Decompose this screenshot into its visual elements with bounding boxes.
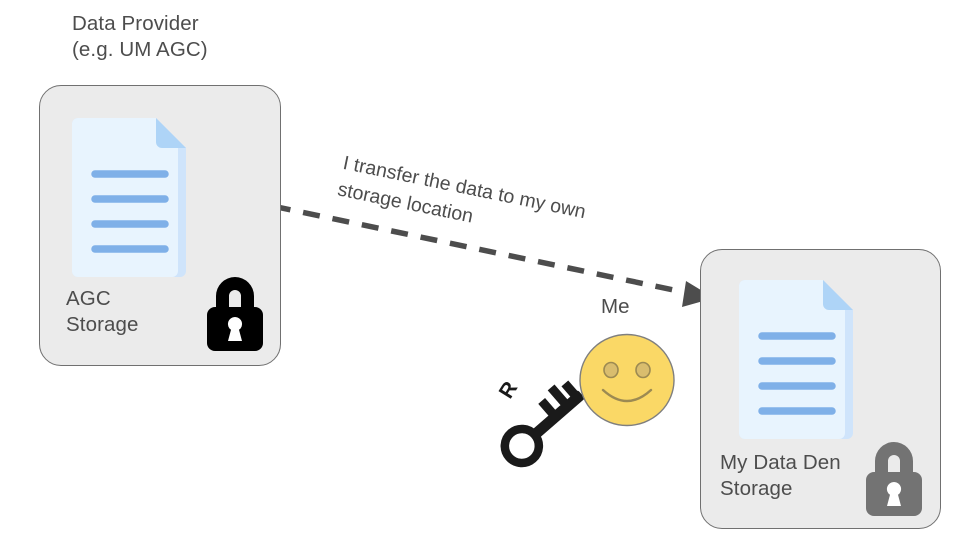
lock-keyhole bbox=[886, 481, 902, 506]
key-bow-stud-3 bbox=[520, 424, 529, 434]
lock-icon bbox=[866, 442, 922, 516]
key-tooth-1 bbox=[538, 397, 557, 417]
lock-icon bbox=[207, 277, 263, 351]
key-shaft bbox=[531, 390, 585, 439]
key-bow-stud-4 bbox=[534, 441, 544, 450]
provider-title: Data Provider (e.g. UM AGC) bbox=[72, 12, 208, 61]
transfer-arrow bbox=[214, 191, 714, 307]
document-icon bbox=[72, 118, 186, 277]
agc-storage-label: AGC Storage bbox=[66, 287, 139, 336]
key-bow-stud-1 bbox=[500, 442, 510, 451]
key-marking-letter: R bbox=[495, 378, 523, 403]
transfer-arrowhead-icon bbox=[682, 281, 714, 307]
face-circle bbox=[579, 333, 675, 427]
lock-keyhole bbox=[227, 316, 243, 341]
document-fold-icon bbox=[823, 280, 853, 310]
key-icon: R bbox=[495, 378, 585, 468]
face-eye-right bbox=[635, 361, 651, 379]
document-lines bbox=[91, 170, 169, 253]
lock-shackle bbox=[216, 277, 254, 310]
key-tooth-3 bbox=[561, 380, 579, 398]
actor-label: Me bbox=[601, 295, 630, 318]
face-eye-left bbox=[603, 361, 619, 379]
smiley-face-icon bbox=[579, 333, 675, 427]
mydataden-storage-label: My Data Den Storage bbox=[720, 451, 841, 500]
key-tooth-2 bbox=[547, 384, 569, 407]
transfer-arrow-line bbox=[214, 191, 689, 296]
document-fold-icon bbox=[156, 118, 186, 148]
document-icon bbox=[739, 280, 853, 439]
lock-shackle bbox=[875, 442, 913, 475]
key-bow-stud-2 bbox=[515, 458, 524, 468]
face-smile bbox=[601, 388, 653, 403]
document-lines bbox=[758, 332, 836, 415]
